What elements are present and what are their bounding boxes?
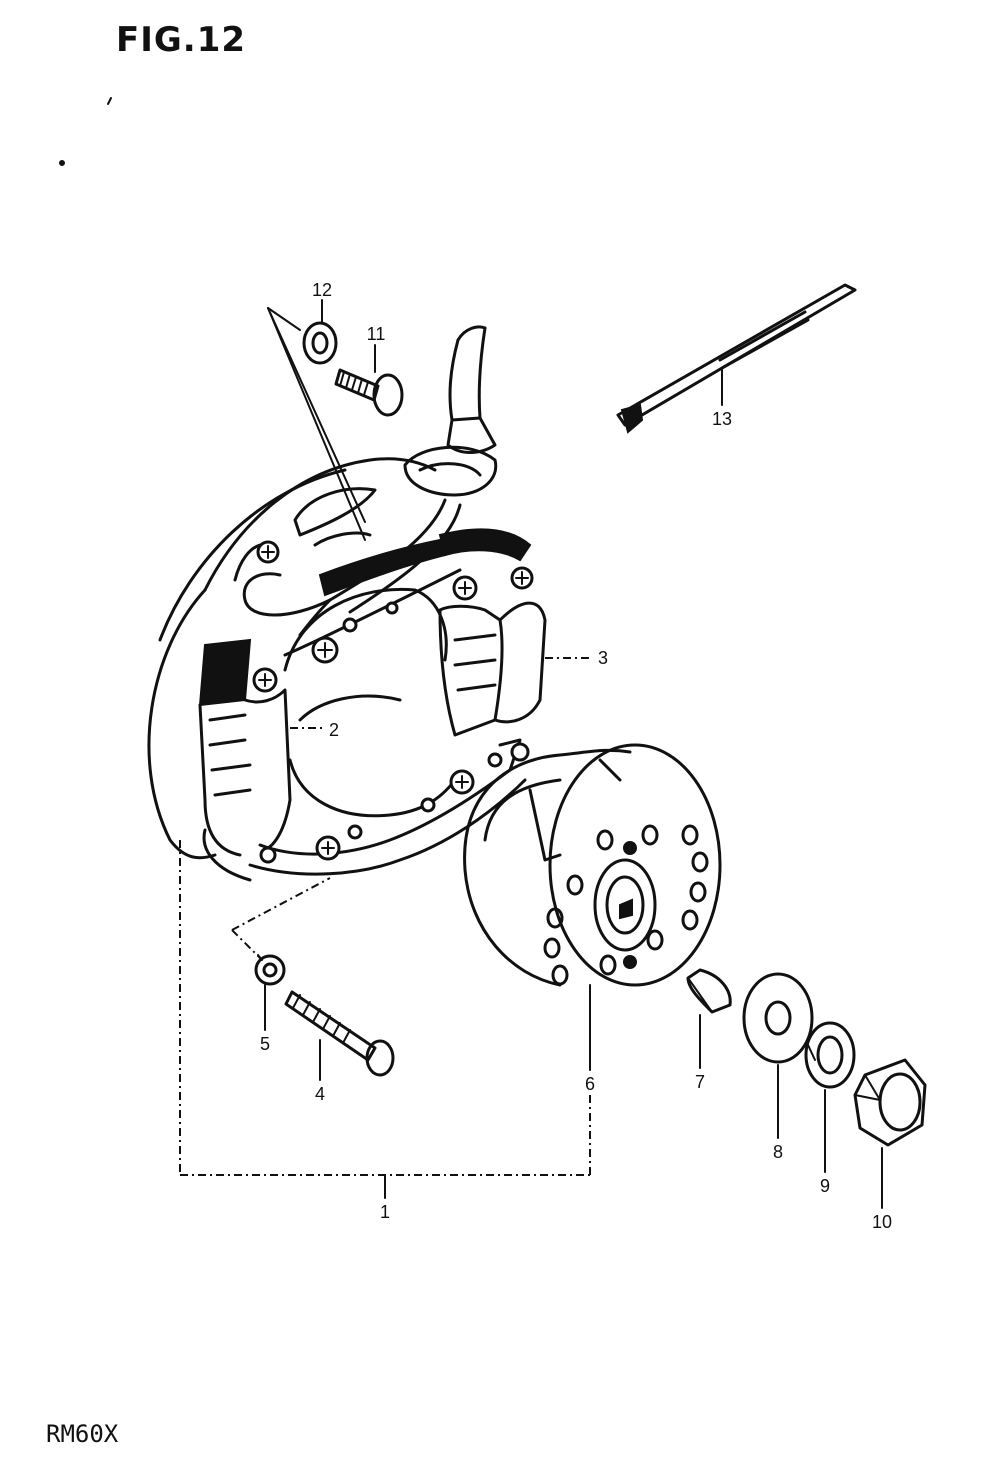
part-label-2: 2 [329, 720, 339, 740]
stator-plate [147, 457, 437, 860]
flywheel-rotor [463, 743, 722, 987]
washer-part-12 [302, 321, 338, 365]
stator-screws [252, 540, 534, 861]
stator-coils [198, 528, 547, 882]
part-labels: 12 11 13 3 2 5 4 6 7 8 9 10 1 [260, 280, 892, 1232]
model-code: RM60X [46, 1420, 119, 1448]
part-label-12: 12 [312, 280, 332, 300]
tool-part-13 [616, 283, 857, 434]
part-label-7: 7 [695, 1072, 705, 1092]
part-label-11: 11 [367, 324, 386, 344]
part-label-3: 3 [598, 648, 608, 668]
key-part-7 [686, 968, 732, 1014]
part-label-8: 8 [773, 1142, 783, 1162]
part-label-5: 5 [260, 1034, 270, 1054]
leader-lines [179, 299, 883, 1209]
part-label-4: 4 [315, 1084, 325, 1104]
part-label-13: 13 [712, 409, 732, 429]
lock-washer-part-9 [804, 1021, 856, 1089]
nut-part-10 [853, 1058, 927, 1147]
screw-part-4 [284, 990, 395, 1077]
part-label-1: 1 [380, 1202, 390, 1222]
speck [107, 97, 112, 105]
part-label-6: 6 [585, 1074, 595, 1094]
screw-part-11 [334, 368, 404, 417]
washer-part-8 [742, 972, 814, 1064]
speck [59, 160, 65, 166]
figure-title: FIG.12 [116, 20, 247, 60]
part-label-9: 9 [820, 1176, 830, 1196]
part-label-10: 10 [872, 1212, 892, 1232]
